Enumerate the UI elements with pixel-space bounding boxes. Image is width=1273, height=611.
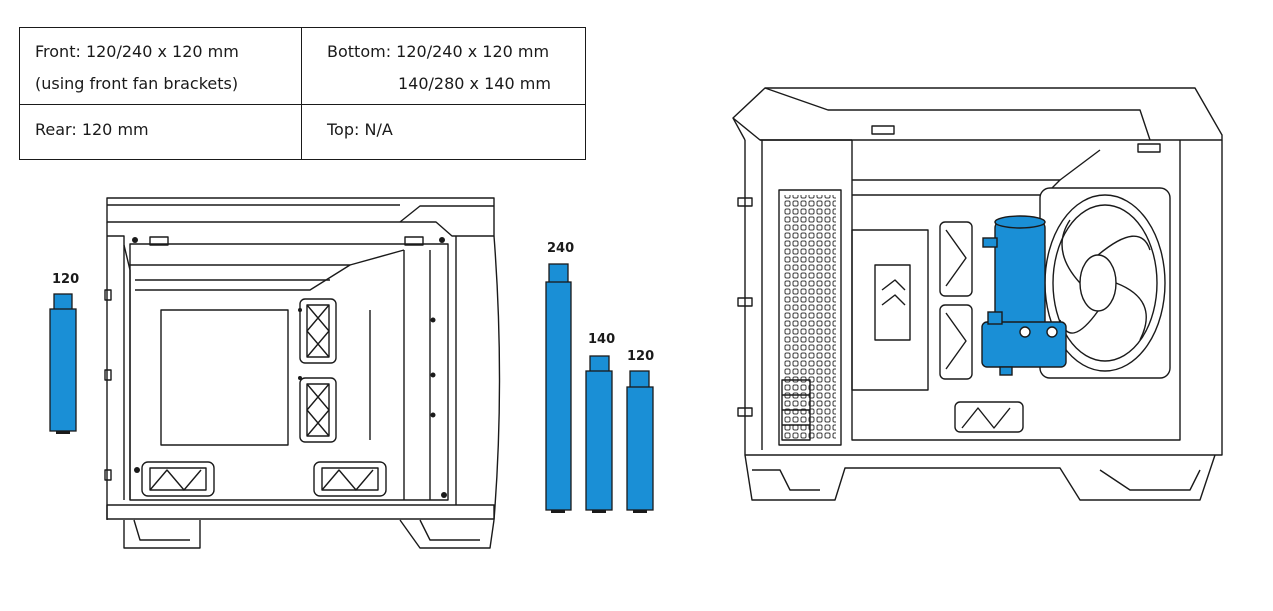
rear-support-text: Rear: 120 mm — [35, 120, 149, 139]
radiator-120-left-body — [49, 308, 77, 432]
front-support-note: (using front fan brackets) — [35, 74, 239, 93]
radiator-120-right-body — [626, 386, 654, 511]
bottom-support-text: Bottom: 120/240 x 120 mm — [327, 42, 550, 61]
radiator-label-120-right: 120 — [627, 349, 655, 364]
front-support-text: Front: 120/240 x 120 mm — [35, 42, 239, 61]
radiator-240-body — [545, 281, 572, 511]
table-column-divider — [301, 28, 302, 159]
radiator-label-120-left: 120 — [52, 272, 80, 287]
top-support-text: Top: N/A — [327, 120, 393, 139]
table-row-divider — [20, 104, 585, 105]
radiator-140-body — [585, 370, 613, 511]
top-support-cell: Top: N/A — [327, 114, 393, 146]
front-support-cell: Front: 120/240 x 120 mm (using front fan… — [35, 36, 239, 100]
radiator-label-240: 240 — [547, 241, 575, 256]
radiator-support-table: Front: 120/240 x 120 mm (using front fan… — [19, 27, 586, 160]
pump-reservoir-icon — [981, 215, 1067, 376]
bottom-support-text-2: 140/280 x 140 mm — [398, 74, 551, 93]
bottom-support-cell: Bottom: 120/240 x 120 mm 140/280 x 140 m… — [327, 36, 551, 100]
radiator-label-140: 140 — [588, 332, 616, 347]
rear-support-cell: Rear: 120 mm — [35, 114, 149, 146]
